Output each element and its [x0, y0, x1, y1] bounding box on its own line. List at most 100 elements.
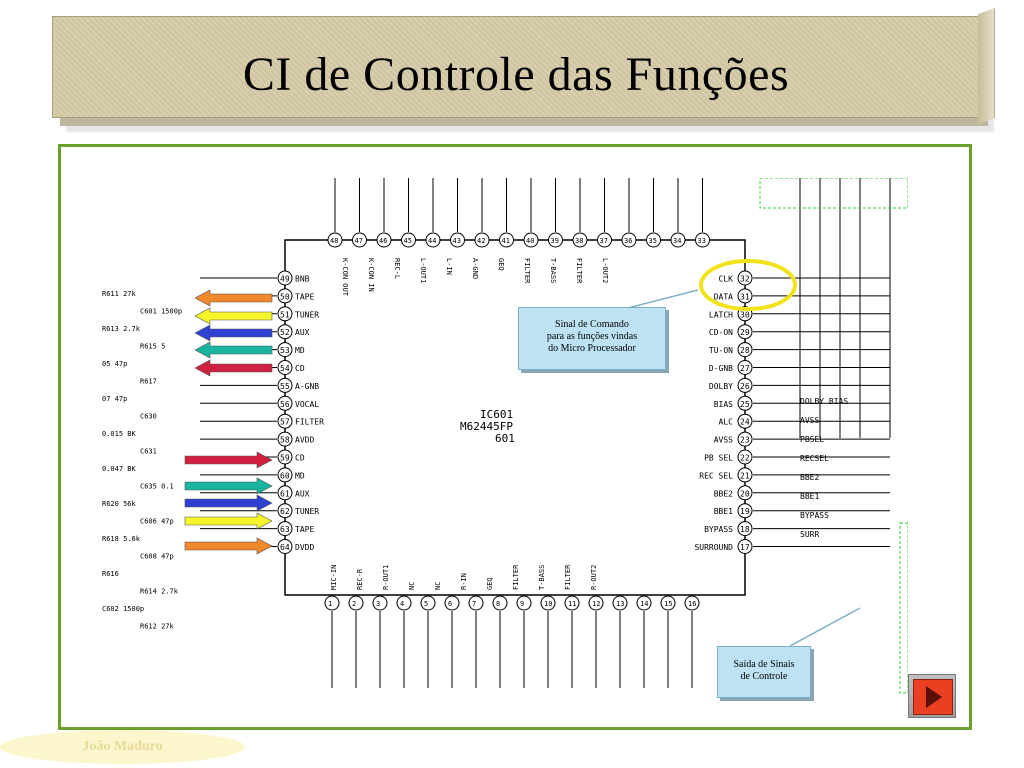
callout-line: Sinal de Comando — [555, 319, 629, 330]
left-component-label: R613 2.7k — [102, 325, 141, 333]
left-pin-circle — [277, 539, 293, 554]
left-component-label: 05 47p — [102, 360, 127, 368]
bottom-pin-circle — [372, 595, 388, 611]
clk-data-highlight — [699, 259, 797, 311]
right-net-label: AVSS — [800, 416, 819, 425]
left-pin-number: 54 — [280, 364, 290, 373]
left-pin-number: 49 — [280, 275, 290, 284]
left-pin-circle — [277, 288, 293, 304]
top-signal-label: K-CON OUT — [341, 258, 349, 297]
left-pin-circle — [277, 377, 293, 393]
top-pin-number: 42 — [477, 237, 485, 245]
top-signal-label: FILTER — [523, 258, 531, 284]
top-pin-circle — [401, 232, 416, 248]
signal-arrow — [194, 341, 273, 359]
command-signal-callout: Sinal de Comando para as funções vindas … — [518, 307, 666, 370]
top-pin-circle — [327, 232, 343, 248]
bottom-pin-circle — [348, 595, 364, 611]
right-pin-number: 21 — [740, 471, 750, 480]
top-pin-number: 47 — [355, 237, 363, 245]
right-pin-label: SURROUND — [694, 543, 733, 552]
bottom-signal-label: FILTER — [564, 564, 572, 590]
right-pin-label: REC SEL — [699, 471, 733, 480]
signal-arrow — [184, 512, 273, 530]
top-signal-label: FILTER — [575, 258, 583, 284]
top-signal-label: L-OUT2 — [601, 258, 609, 283]
right-pin-circle — [737, 413, 753, 429]
bottom-pin-number: 16 — [688, 600, 696, 608]
left-component-label: R617 — [140, 378, 157, 386]
bottom-signal-label: NC — [408, 582, 416, 590]
bottom-signal-label: FILTER — [512, 564, 520, 590]
left-pin-number: 58 — [280, 436, 290, 445]
top-pin-circle — [670, 232, 686, 248]
top-pin-number: 40 — [526, 237, 534, 245]
right-pin-circle — [737, 360, 753, 375]
right-pin-number: 20 — [740, 489, 750, 498]
signal-arrow — [194, 359, 273, 377]
left-component-label: R620 56k — [102, 500, 137, 508]
right-pin-label: DOLBY — [709, 382, 733, 391]
left-pin-number: 59 — [280, 454, 290, 463]
left-pin-number: 62 — [280, 507, 290, 516]
left-pin-label: AVDD — [295, 436, 314, 445]
chip-part: M62445FP — [460, 420, 513, 433]
right-pin-circle — [737, 270, 753, 286]
right-pin-number: 18 — [740, 525, 750, 534]
left-pin-label: BNB — [295, 275, 310, 284]
bottom-signal-label: GEQ — [486, 577, 494, 590]
top-pin-number: 33 — [698, 237, 706, 245]
right-pin-circle — [737, 539, 753, 554]
right-net-label: RECSEL — [800, 454, 829, 463]
left-component-label: C601 1500p — [140, 308, 182, 316]
callout-line: de Controle — [740, 671, 788, 682]
bottom-pin-circle — [588, 595, 604, 611]
left-component-label: 07 47p — [102, 395, 127, 403]
chip-ref: IC601 — [480, 408, 513, 421]
left-pin-label: AUX — [295, 328, 310, 337]
top-signal-label: REC-L — [393, 258, 401, 279]
right-pin-number: 25 — [740, 400, 750, 409]
right-pin-label: TU-ON — [709, 346, 733, 355]
right-pin-number: 26 — [740, 382, 750, 391]
left-pin-number: 57 — [280, 418, 290, 427]
left-pin-number: 55 — [280, 382, 290, 391]
slide-title: CI de Controle das Funções — [242, 48, 790, 101]
right-pin-label: D-GNB — [709, 364, 733, 373]
bottom-pin-number: 1 — [328, 600, 332, 608]
top-pin-circle — [352, 232, 367, 248]
left-component-label: C635 0.1 — [140, 483, 174, 491]
next-button-face — [913, 679, 953, 715]
top-signal-label: A-GND — [471, 258, 479, 279]
signal-arrow — [184, 477, 273, 495]
top-pin-circle — [376, 232, 392, 248]
bottom-pin-number: 5 — [424, 600, 428, 608]
top-pin-circle — [523, 232, 539, 248]
bottom-signal-label: MIC-IN — [330, 565, 338, 590]
left-pin-circle — [277, 360, 293, 375]
top-signal-label: L-OUT1 — [419, 258, 427, 283]
next-slide-button[interactable] — [908, 674, 956, 718]
left-pin-circle — [277, 503, 293, 519]
green-dashed-net — [759, 178, 908, 209]
right-pin-number: 28 — [740, 346, 750, 355]
left-component-label: 0.015 BK — [102, 430, 137, 438]
left-pin-circle — [277, 467, 293, 483]
bottom-pin-number: 2 — [352, 600, 356, 608]
left-pin-label: AUX — [295, 489, 310, 498]
callout-line: para as funções vindas — [546, 331, 638, 342]
callout-line: Saída de Sinais — [733, 659, 795, 670]
left-pin-label: DVDD — [295, 543, 314, 552]
top-pin-circle — [695, 232, 710, 248]
right-pin-circle — [737, 288, 753, 304]
bottom-pin-number: 14 — [640, 600, 648, 608]
bottom-pin-circle — [396, 595, 412, 611]
right-pin-number: 32 — [740, 275, 750, 284]
signal-arrow — [194, 307, 273, 325]
bottom-signal-label: R-IN — [460, 573, 468, 590]
right-net-label: DOLBY BIAS — [800, 397, 848, 406]
signal-arrow — [194, 289, 273, 307]
left-pin-number: 64 — [280, 543, 290, 552]
left-pin-label: TUNER — [295, 507, 319, 516]
top-pin-circle — [572, 232, 588, 248]
